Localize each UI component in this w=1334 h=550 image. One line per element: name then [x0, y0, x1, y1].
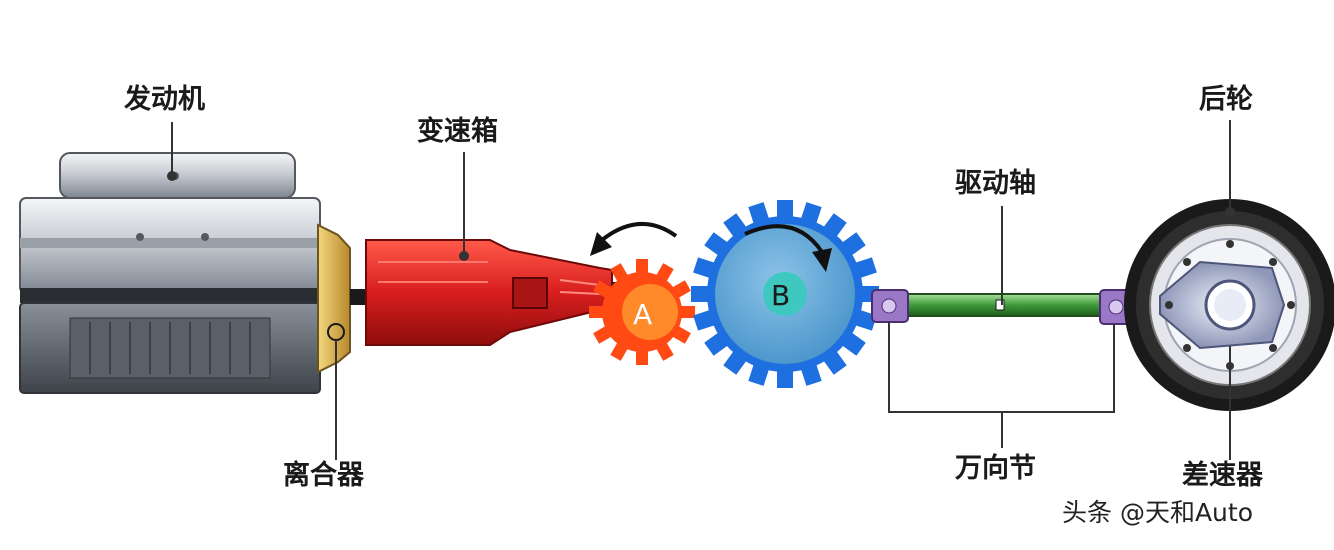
watermark: 头条 @天和Auto — [1062, 498, 1253, 527]
label-universal-joint: 万向节 — [955, 453, 1036, 484]
label-drive-shaft: 驱动轴 — [955, 168, 1036, 199]
gear-a: A — [589, 259, 695, 365]
gear-a-label: A — [633, 298, 652, 331]
label-differential: 差速器 — [1182, 460, 1263, 491]
drive-shaft — [904, 293, 1106, 317]
clutch — [317, 223, 366, 374]
leader-lines — [167, 120, 1235, 460]
rotation-arrow-cw-icon — [744, 224, 832, 272]
gear-tooth — [589, 306, 606, 318]
rotation-arrow-ccw-icon — [590, 222, 678, 256]
gear-tooth — [691, 286, 711, 302]
gear-tooth — [777, 200, 793, 220]
gear-b-label: B — [771, 279, 790, 312]
differential — [1159, 240, 1295, 370]
gear-tooth — [678, 306, 695, 318]
gear-tooth — [636, 348, 648, 365]
label-clutch: 离合器 — [283, 460, 364, 491]
gear-b: B — [691, 200, 879, 388]
label-transmission: 变速箱 — [417, 116, 498, 147]
universal-joint-front — [871, 289, 909, 323]
gear-tooth — [636, 259, 648, 276]
label-engine: 发动机 — [124, 84, 205, 115]
label-rear-wheel: 后轮 — [1199, 84, 1253, 115]
engine — [19, 152, 321, 394]
gear-tooth — [777, 368, 793, 388]
